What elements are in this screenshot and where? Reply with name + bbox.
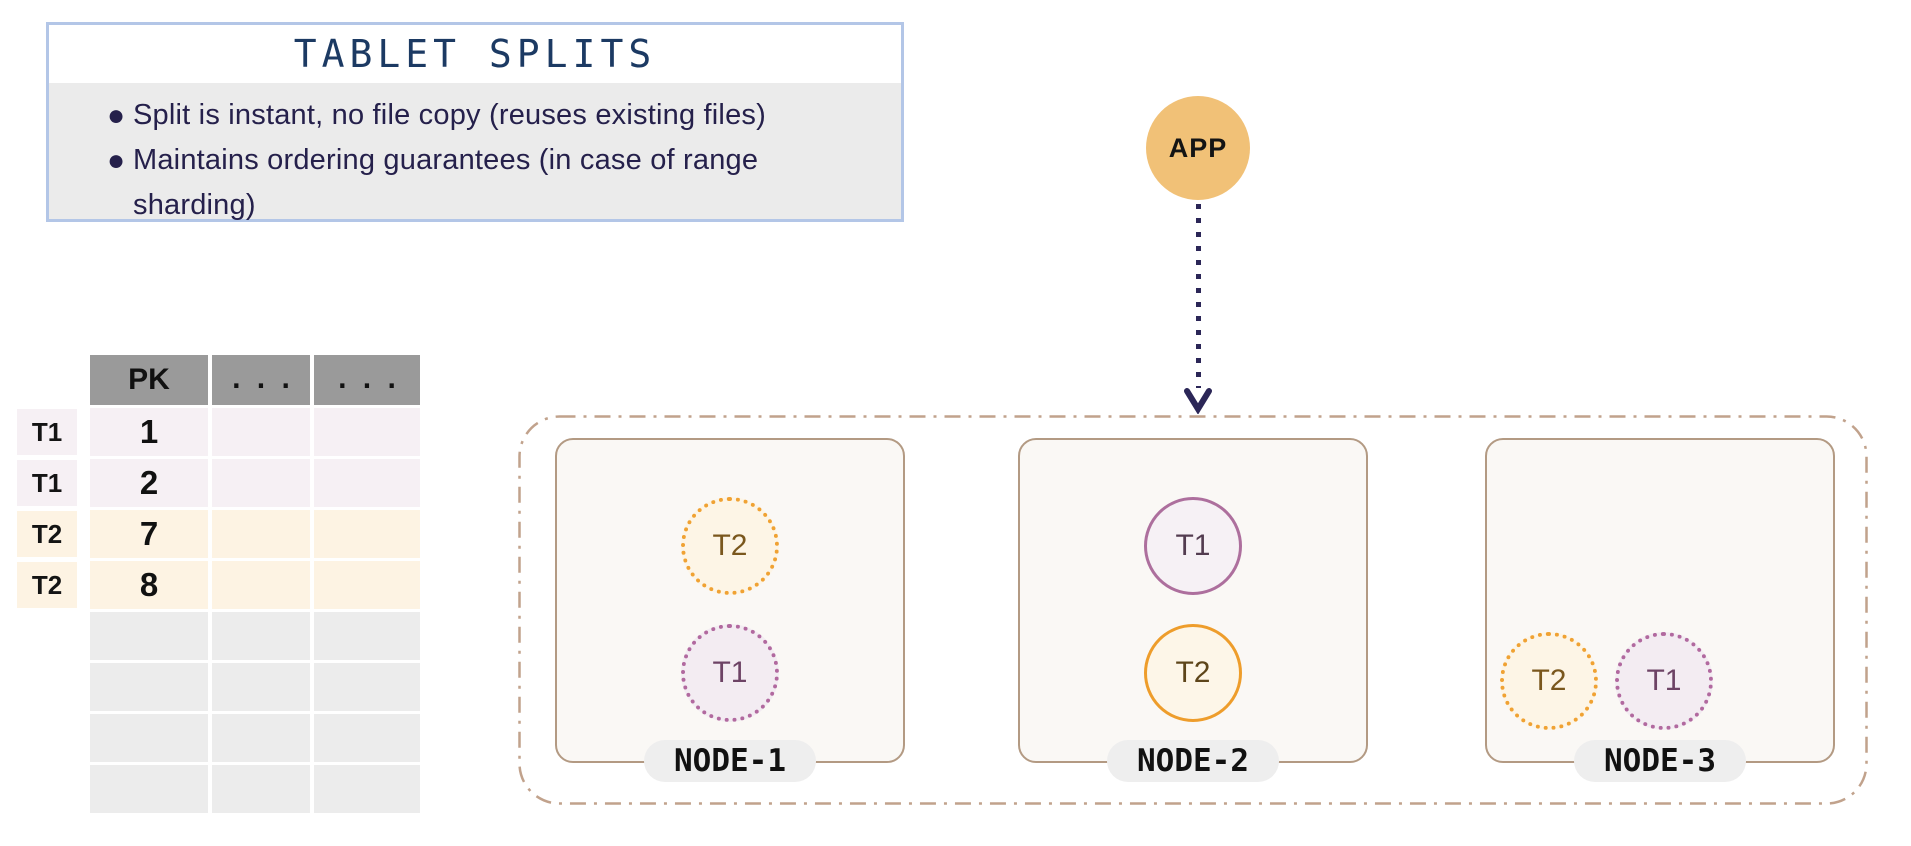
tablet-row-label: T2 <box>17 511 77 557</box>
tablet-circle: T2 <box>681 497 779 595</box>
tablet-row-label: T1 <box>17 460 77 506</box>
empty-cell <box>212 612 310 660</box>
tablet-circle: T1 <box>1615 632 1713 730</box>
node-label-pill: NODE-1 <box>644 740 816 782</box>
column-header: PK <box>90 355 208 405</box>
empty-cell <box>314 561 420 609</box>
empty-cell <box>314 408 420 456</box>
table-empty-row <box>90 765 420 813</box>
tablet-row-label: T1 <box>17 409 77 455</box>
table-empty-row <box>90 663 420 711</box>
empty-cell <box>314 765 420 813</box>
empty-cell <box>212 765 310 813</box>
pk-cell: 1 <box>90 408 208 456</box>
tablet-label: T2 <box>712 529 748 562</box>
list-item: ●Split is instant, no file copy (reuses … <box>107 93 861 138</box>
pk-cell: 7 <box>90 510 208 558</box>
node-label-pill: NODE-2 <box>1107 740 1279 782</box>
tablet-circle: T1 <box>681 624 779 722</box>
empty-cell <box>212 510 310 558</box>
column-header: ... <box>314 355 420 405</box>
empty-cell <box>90 612 208 660</box>
tablet-circle: T2 <box>1500 632 1598 730</box>
empty-cell <box>90 714 208 762</box>
table-row: 1 <box>90 408 420 456</box>
pk-cell: 8 <box>90 561 208 609</box>
tablet-label: T1 <box>1646 664 1682 697</box>
table-row: 2 <box>90 459 420 507</box>
node-label-pill: NODE-3 <box>1574 740 1746 782</box>
empty-cell <box>212 459 310 507</box>
empty-cell <box>314 459 420 507</box>
bullet-text: Split is instant, no file copy (reuses e… <box>133 99 766 131</box>
tablet-label: T1 <box>712 656 748 689</box>
empty-cell <box>314 510 420 558</box>
cluster-dashed-border <box>518 415 1868 805</box>
tablet-circle: T1 <box>1144 497 1242 595</box>
empty-cell <box>90 765 208 813</box>
tablet-circle: T2 <box>1144 624 1242 722</box>
table-row: 8 <box>90 561 420 609</box>
bullet-icon: ● <box>107 99 126 132</box>
empty-cell <box>212 714 310 762</box>
column-header: ... <box>212 355 310 405</box>
pk-cell: 2 <box>90 459 208 507</box>
empty-cell <box>90 663 208 711</box>
list-item: ●Maintains ordering guarantees (in case … <box>107 138 861 228</box>
app-label: APP <box>1168 132 1228 163</box>
app-arrow-dotted-line <box>1196 204 1201 388</box>
empty-cell <box>212 663 310 711</box>
tablet-row-label: T2 <box>17 562 77 608</box>
empty-cell <box>212 408 310 456</box>
table-empty-row <box>90 714 420 762</box>
tablet-label: T2 <box>1531 664 1567 697</box>
empty-cell <box>314 612 420 660</box>
bullet-list: ●Split is instant, no file copy (reuses … <box>49 83 901 228</box>
table-empty-row <box>90 612 420 660</box>
app-circle: APP <box>1146 96 1250 200</box>
arrow-down-icon <box>1184 388 1212 414</box>
table-row: 7 <box>90 510 420 558</box>
table-header-row: PK...... <box>90 355 420 405</box>
empty-cell <box>212 561 310 609</box>
empty-cell <box>314 663 420 711</box>
info-card: TABLET SPLITS ●Split is instant, no file… <box>46 22 904 222</box>
info-card-header: TABLET SPLITS <box>49 25 901 83</box>
tablet-label: T1 <box>1175 529 1211 562</box>
bullet-icon: ● <box>107 144 126 177</box>
tablet-label: T2 <box>1175 656 1211 689</box>
info-card-title: TABLET SPLITS <box>293 32 657 76</box>
empty-cell <box>314 714 420 762</box>
bullet-text: Maintains ordering guarantees (in case o… <box>133 144 759 221</box>
